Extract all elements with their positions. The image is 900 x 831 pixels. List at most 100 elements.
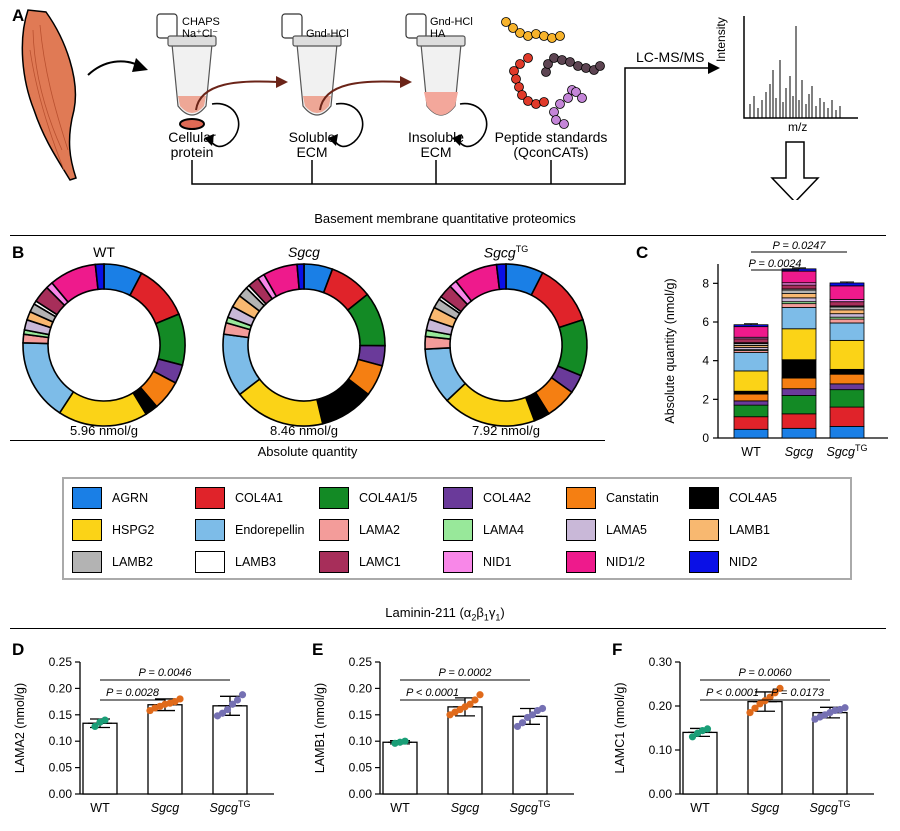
x-tick-label: SgcgTG <box>210 799 251 815</box>
y-tick-label: 0.10 <box>349 734 373 748</box>
data-point <box>776 684 784 692</box>
y-tick-label: 0.20 <box>49 681 73 695</box>
panel-label-a: A <box>12 6 25 25</box>
data-point <box>91 722 99 731</box>
legend-item: LAMC1 <box>319 551 401 573</box>
legend-swatch <box>195 551 225 573</box>
panel-label-b: B <box>12 243 25 262</box>
y-tick-label: 0.05 <box>49 761 73 775</box>
legend-label: COL4A2 <box>483 491 531 505</box>
donut-total: 8.46 nmol/g <box>270 423 338 438</box>
y-tick-label: 6 <box>702 315 709 329</box>
legend-item: HSPG2 <box>72 519 154 541</box>
section-title: Laminin-211 (α2β1γ1) <box>385 605 505 623</box>
panel-label-e: E <box>312 640 324 659</box>
stack-segment <box>829 318 865 324</box>
legend-label: COL4A1 <box>235 491 283 505</box>
y-tick-label: 0.30 <box>649 655 673 669</box>
y-tick-label: 0.05 <box>349 761 373 775</box>
comparison-label: P = 0.0247 <box>772 240 826 252</box>
muscle-illustration <box>21 9 77 181</box>
data-point <box>528 711 537 719</box>
legend-item: AGRN <box>72 487 148 509</box>
stack-segment <box>781 293 817 299</box>
y-tick-label: 2 <box>702 392 709 406</box>
peptide-standards-illustration <box>501 17 605 129</box>
data-point <box>703 725 712 733</box>
stack-segment <box>733 400 769 406</box>
data-point <box>688 733 697 741</box>
x-tick-label: WT <box>90 801 110 815</box>
stack-segment <box>781 270 817 284</box>
legend-label: NID2 <box>729 555 758 569</box>
legend-label: NID1/2 <box>606 555 645 569</box>
legend-label: LAMB2 <box>112 555 153 569</box>
spectrum-xlabel: m/z <box>788 120 808 134</box>
legend-label: LAMA4 <box>483 523 524 537</box>
divider <box>10 440 605 441</box>
data-point <box>471 696 479 704</box>
tube1-reagent: CHAPS <box>182 16 220 28</box>
legend-label: LAMA2 <box>359 523 400 537</box>
stack-segment <box>781 297 817 303</box>
data-point <box>518 719 527 727</box>
legend-label: LAMC1 <box>359 555 401 569</box>
y-tick-label: 0.10 <box>649 743 673 757</box>
bar <box>747 700 783 795</box>
stack-segment <box>733 404 769 418</box>
x-tick-label: Sgcg <box>785 445 814 459</box>
data-point <box>513 722 522 731</box>
stack-segment <box>829 389 865 408</box>
data-point <box>841 704 849 712</box>
y-axis-label: LAMC1 (nmol/g) <box>613 683 627 774</box>
stack-segment <box>733 390 769 395</box>
donut-title: SgcgTG <box>483 244 529 261</box>
stack-segment <box>781 307 817 330</box>
curved-arrow-icon <box>87 60 141 76</box>
tube-icon <box>405 13 466 116</box>
y-tick-label: 0 <box>702 431 709 445</box>
y-tick-label: 4 <box>702 354 709 368</box>
stack-segment <box>829 306 865 311</box>
legend-swatch <box>319 487 349 509</box>
data-point <box>476 691 484 699</box>
data-point <box>766 693 774 701</box>
stack-segment <box>733 416 769 430</box>
donut-total: 5.96 nmol/g <box>70 423 138 438</box>
data-point <box>466 700 474 708</box>
donut-slice <box>128 272 180 325</box>
error-bar <box>792 267 806 269</box>
legend-label: HSPG2 <box>112 523 155 537</box>
stack-segment <box>733 370 769 392</box>
y-tick-label: 0.00 <box>49 787 73 801</box>
stack-segment <box>829 339 865 370</box>
y-tick-label: 0.25 <box>349 655 373 669</box>
donut-slice <box>445 382 536 427</box>
stack-segment <box>781 284 817 290</box>
legend-item: LAMB2 <box>72 551 153 573</box>
legend-swatch <box>566 551 596 573</box>
stack-segment <box>829 309 865 315</box>
data-point <box>401 737 409 745</box>
legend-swatch <box>72 519 102 541</box>
tube1-reagent: Na⁺Cl⁻ <box>182 28 219 40</box>
stack-segment <box>781 413 817 429</box>
stack-segment <box>733 393 769 402</box>
stack-segment <box>829 373 865 385</box>
legend-label: LAMB1 <box>729 523 770 537</box>
bar <box>382 741 418 795</box>
data-point <box>751 704 759 712</box>
legend-swatch <box>72 551 102 573</box>
data-point <box>218 709 227 717</box>
legend-swatch <box>195 487 225 509</box>
donut-slice <box>530 271 584 329</box>
legend-item: COL4A1 <box>195 487 283 509</box>
spectrum-ylabel: Intensity <box>714 17 728 62</box>
stack-segment <box>733 338 769 344</box>
legend-swatch <box>689 487 719 509</box>
x-tick-label: WT <box>741 445 761 459</box>
